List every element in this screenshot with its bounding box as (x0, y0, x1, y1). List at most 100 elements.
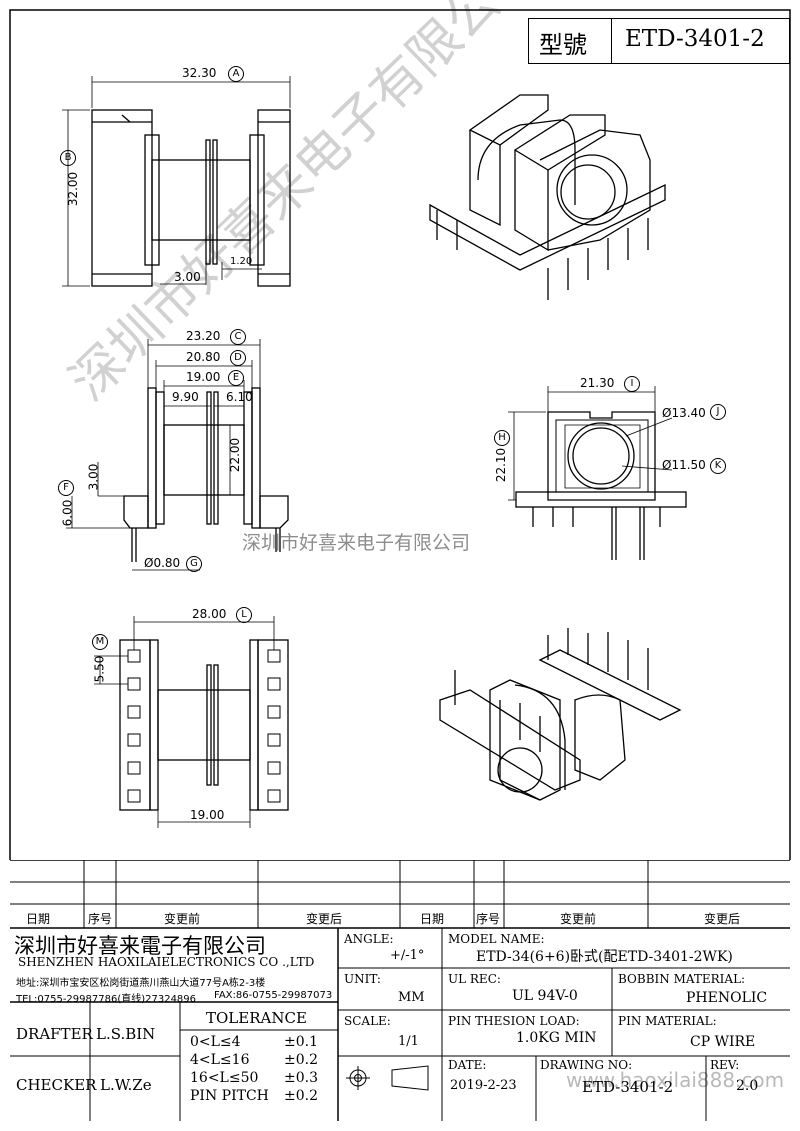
side-view-base (515, 491, 687, 508)
watermark-url: www.haoxilai888.com (566, 1068, 785, 1092)
pin-load-label: PIN THESION LOAD: (448, 1014, 580, 1028)
bottom-view-left-pins (127, 649, 141, 803)
company-name-en: SHENZHEN HAOXILAIELECTRONICS CO .,LTD (18, 955, 315, 969)
tolerance-value-4: ±0.2 (284, 1088, 318, 1104)
dim-f-tag: F (58, 480, 74, 496)
top-view-right-flange (257, 109, 291, 287)
pin-load-value: 1.0KG MIN (516, 1030, 597, 1046)
checker-label: CHECKER (16, 1076, 97, 1094)
dim-e: 19.00 (186, 370, 221, 384)
dim-i-tag: I (624, 376, 640, 392)
iso-view-bottom (439, 628, 682, 801)
dim-300-top: 3.00 (174, 270, 201, 284)
rev-header-date-2: 日期 (420, 912, 445, 926)
watermark-horizontal: 深圳市好喜来电子有限公司 (242, 532, 471, 554)
drafter-label: DRAFTER (16, 1025, 93, 1043)
angle-label: ANGLE: (344, 932, 394, 946)
rev-header-date-1: 日期 (26, 912, 51, 926)
rev-label: REV: (710, 1058, 740, 1072)
tolerance-range-4: PIN PITCH (190, 1088, 269, 1104)
outer-frame (9, 9, 791, 860)
dim-i: 21.30 (580, 376, 615, 390)
model-name-label: MODEL NAME: (448, 932, 545, 946)
dim-990: 9.90 (172, 390, 199, 404)
dim-j-tag: J (710, 404, 726, 420)
dim-h: 22.10 (494, 447, 509, 483)
dim-c-tag: C (230, 329, 246, 345)
bottom-view-right-pins (267, 649, 281, 803)
drafter-value: L.S.BIN (96, 1025, 156, 1043)
drawing-no-value: ETD-3401-2 (582, 1078, 674, 1096)
rev-value: 2.0 (736, 1078, 759, 1094)
drawing-canvas (9, 9, 791, 860)
dim-l: 28.00 (192, 607, 227, 621)
dim-h-tag: H (494, 430, 510, 446)
dim-610: 6.10 (226, 390, 253, 404)
tolerance-range-2: 4<L≤16 (190, 1052, 250, 1068)
dim-k: Ø11.50 (662, 458, 706, 472)
dim-l-tag: L (236, 607, 252, 623)
pin-mat-label: PIN MATERIAL: (618, 1014, 717, 1028)
rev-header-after-2: 变更后 (704, 912, 741, 926)
model-value: ETD-3401-2 (625, 26, 765, 52)
date-label: DATE: (448, 1058, 487, 1072)
scale-value: 1/1 (398, 1034, 419, 1049)
pin-mat-value: CP WIRE (690, 1034, 756, 1050)
rev-header-seq-1: 序号 (88, 912, 113, 926)
dim-b: 32.00 (66, 171, 81, 207)
top-view-core-tube (151, 159, 251, 241)
dim-f: 6.00 (60, 499, 75, 527)
iso-view-top (429, 94, 666, 300)
dim-a-tag: A (228, 66, 244, 82)
dim-k-tag: K (710, 458, 726, 474)
rev-header-before-1: 变更前 (164, 912, 201, 926)
rev-header-after-1: 变更后 (306, 912, 343, 926)
dim-a: 32.30 (182, 66, 217, 80)
dim-g: Ø0.80 (144, 556, 181, 570)
dim-c: 23.20 (186, 329, 221, 343)
company-name-cn: 深圳市好喜来電子有限公司 (14, 934, 266, 958)
top-view (62, 76, 291, 287)
front-view-core (163, 424, 245, 496)
dim-300-front: 3.00 (86, 463, 101, 491)
date-value: 2019-2-23 (450, 1078, 517, 1093)
top-view-left-flange (91, 109, 153, 287)
tolerance-value-2: ±0.2 (284, 1052, 318, 1068)
dim-2200: 22.00 (228, 437, 243, 473)
dim-g-tag: G (186, 556, 202, 572)
dim-m-tag: M (92, 634, 108, 650)
company-fax: FAX:86-0755-29987073 (214, 990, 333, 1001)
tolerance-range-3: 16<L≤50 (190, 1070, 259, 1086)
bottom-view-core (157, 689, 251, 761)
front-view (66, 339, 289, 571)
scale-label: SCALE: (344, 1014, 391, 1028)
unit-label: UNIT: (344, 972, 381, 986)
bobbin-value: PHENOLIC (686, 990, 768, 1006)
tolerance-range-1: 0<L≤4 (190, 1034, 241, 1050)
side-view (508, 386, 687, 560)
dim-j: Ø13.40 (662, 406, 706, 420)
rev-header-before-2: 变更前 (560, 912, 597, 926)
tolerance-title: TOLERANCE (206, 1009, 307, 1027)
rev-header-seq-2: 序号 (476, 912, 501, 926)
company-tel: TEL:0755-29987786(直线)27324896 (16, 994, 197, 1005)
angle-value: +/-1° (390, 948, 425, 963)
dim-m: 5.50 (92, 655, 107, 683)
model-label: 型號 (539, 31, 587, 59)
tolerance-value-3: ±0.3 (284, 1070, 318, 1086)
checker-value: L.W.Ze (100, 1076, 152, 1094)
dim-120-top: 1.20 (230, 256, 253, 267)
dim-b-tag: B (60, 150, 76, 166)
bottom-view (94, 616, 289, 828)
unit-value: MM (398, 990, 425, 1005)
company-address: 地址:深圳市宝安区松岗街道燕川燕山大道77号A栋2-3楼 (16, 978, 266, 989)
drawing-no-label: DRAWING NO: (540, 1058, 633, 1072)
bobbin-label: BOBBIN MATERIAL: (618, 972, 746, 986)
model-name-value: ETD-34(6+6)卧式(配ETD-3401-2WK) (476, 949, 733, 965)
dim-d: 20.80 (186, 350, 221, 364)
ul-label: UL REC: (448, 972, 501, 986)
dim-d-tag: D (230, 350, 246, 366)
tolerance-value-1: ±0.1 (284, 1034, 318, 1050)
dim-1900-bottom: 19.00 (190, 808, 225, 822)
table-grid (10, 860, 790, 1121)
